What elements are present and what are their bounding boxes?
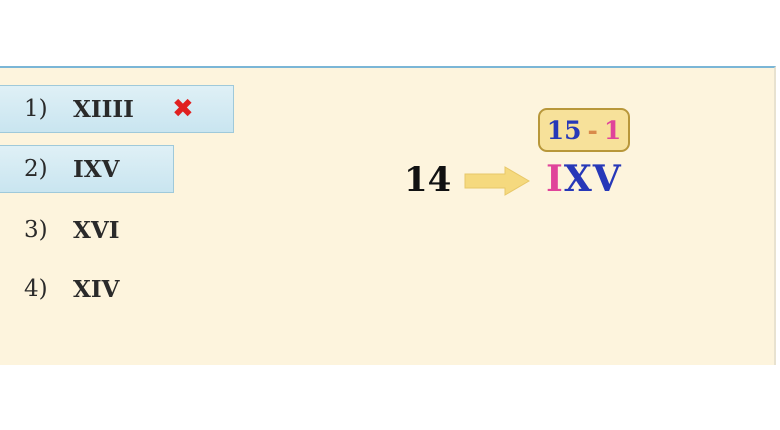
box-minuend: 15: [546, 115, 582, 145]
subtraction-box: 15 - 1: [538, 108, 630, 152]
roman-result: IXV: [546, 158, 622, 200]
option-number: 2): [24, 156, 48, 182]
result-prefix: I: [546, 158, 564, 200]
result-rest: XV: [563, 158, 622, 200]
option-4[interactable]: 4) XIV: [0, 265, 174, 313]
right-arrow-icon: [464, 166, 530, 196]
option-3[interactable]: 3) XVI: [0, 206, 174, 254]
option-numeral: XVI: [73, 216, 120, 244]
box-subtrahend: 1: [603, 115, 622, 145]
option-numeral: XIIII: [73, 95, 134, 123]
option-1[interactable]: 1) XIIII ✖: [0, 85, 234, 133]
option-number: 1): [24, 96, 48, 122]
option-number: 3): [24, 217, 48, 243]
option-2[interactable]: 2) IXV: [0, 145, 174, 193]
option-number: 4): [24, 276, 48, 302]
option-numeral: IXV: [73, 155, 120, 183]
arabic-number: 14: [404, 160, 452, 200]
option-numeral: XIV: [73, 275, 120, 303]
wrong-x-icon: ✖: [172, 94, 194, 124]
box-operator: -: [587, 115, 598, 145]
